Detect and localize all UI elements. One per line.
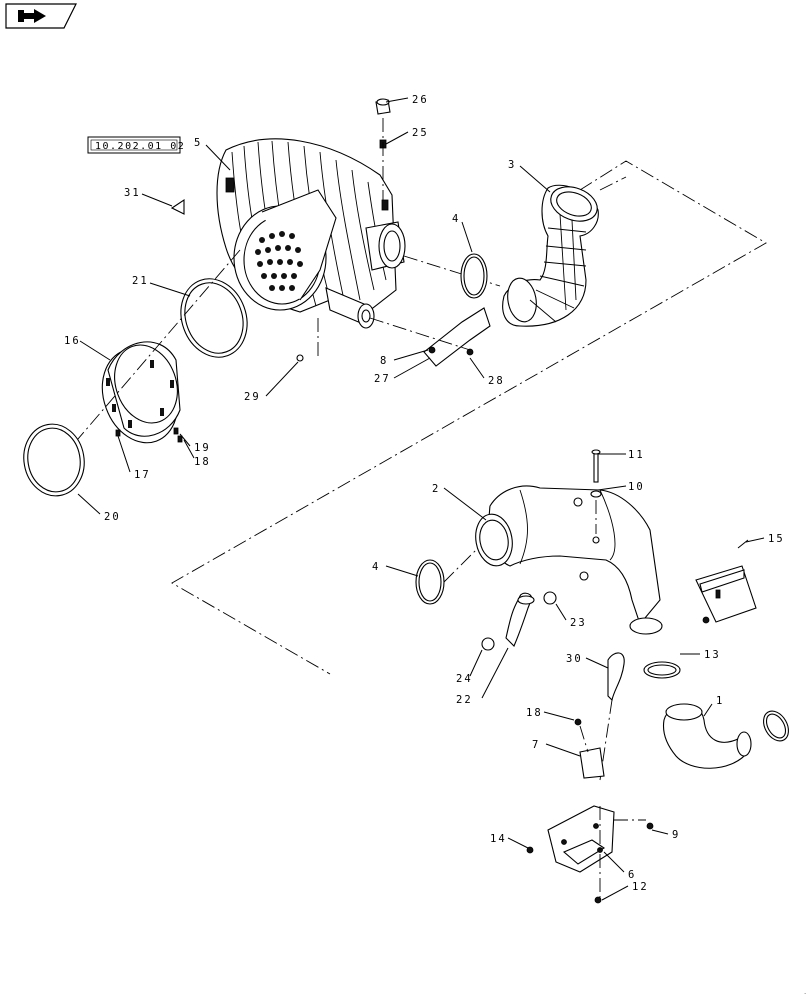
callout-4-upper: 4 bbox=[452, 213, 460, 225]
intake-hose bbox=[502, 184, 599, 327]
callout-29: 29 bbox=[244, 391, 261, 403]
callout-30: 30 bbox=[566, 653, 583, 665]
bracket-15 bbox=[695, 539, 757, 623]
precleaner-16 bbox=[101, 341, 181, 444]
callout-25: 25 bbox=[412, 127, 429, 139]
callout-18-lower: 18 bbox=[526, 707, 543, 719]
air-cleaner-housing bbox=[216, 138, 406, 329]
callout-6: 6 bbox=[628, 869, 636, 881]
bracket-30 bbox=[607, 652, 625, 702]
fastener-29 bbox=[296, 354, 304, 362]
callout-20: 20 bbox=[104, 511, 121, 523]
elbow-hose-1 bbox=[662, 703, 789, 769]
bolt-11 bbox=[593, 451, 599, 483]
callout-7: 7 bbox=[532, 739, 540, 751]
next-page-button[interactable] bbox=[5, 3, 77, 29]
callout-28: 28 bbox=[488, 375, 505, 387]
assembly-boundary-lines bbox=[171, 160, 767, 675]
bracket-8 bbox=[423, 307, 491, 367]
callout-9: 9 bbox=[672, 829, 680, 841]
decal-31 bbox=[170, 198, 185, 215]
restriction-indicator bbox=[375, 98, 391, 115]
leader-lines bbox=[77, 97, 765, 901]
callout-16: 16 bbox=[64, 335, 81, 347]
callout-1: 1 bbox=[716, 695, 724, 707]
callout-2: 2 bbox=[432, 483, 440, 495]
callout-26: 26 bbox=[412, 94, 429, 106]
reference-link-text: 10.202.01 02 bbox=[95, 141, 185, 152]
intake-tube-2 bbox=[475, 485, 663, 635]
callout-19: 19 bbox=[194, 442, 211, 454]
callout-22: 22 bbox=[456, 694, 473, 706]
callout-10: 10 bbox=[628, 481, 645, 493]
callout-4-lower: 4 bbox=[372, 561, 380, 573]
callout-27: 27 bbox=[374, 373, 391, 385]
callout-8: 8 bbox=[380, 355, 388, 367]
next-page-arrow-icon bbox=[18, 9, 46, 23]
callout-11: 11 bbox=[628, 449, 645, 461]
corner-mark: . bbox=[804, 988, 806, 996]
callout-31: 31 bbox=[124, 187, 141, 199]
callout-18-upper: 18 bbox=[194, 456, 211, 468]
washer-10 bbox=[590, 490, 602, 498]
bracket-7 bbox=[579, 747, 605, 779]
callout-13: 13 bbox=[704, 649, 721, 661]
callout-3: 3 bbox=[508, 159, 516, 171]
reference-link-box[interactable]: 10.202.01 02 bbox=[87, 136, 185, 154]
callout-21: 21 bbox=[132, 275, 149, 287]
callout-24: 24 bbox=[456, 673, 473, 685]
mounting-plate-6 bbox=[547, 805, 615, 873]
callout-labels: 26 25 5 3 31 4 21 16 8 27 28 29 19 18 17… bbox=[64, 94, 785, 893]
callout-12: 12 bbox=[632, 881, 649, 893]
callout-15: 15 bbox=[768, 533, 785, 545]
vent-hose-22 bbox=[481, 591, 557, 651]
callout-5: 5 bbox=[194, 137, 202, 149]
callout-14: 14 bbox=[490, 833, 507, 845]
callout-17: 17 bbox=[134, 469, 151, 481]
callout-23: 23 bbox=[570, 617, 587, 629]
